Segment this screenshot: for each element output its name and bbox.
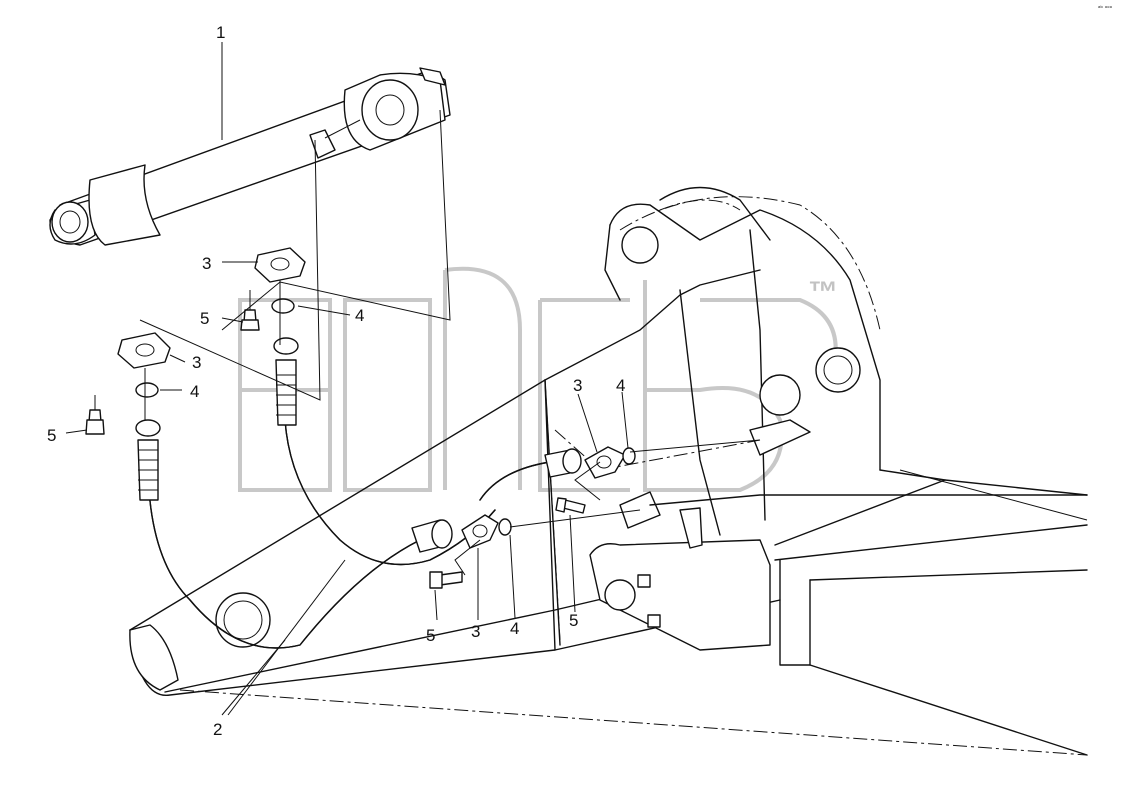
callout-5-a: 5 (200, 309, 209, 328)
callout-4-c: 4 (616, 376, 625, 395)
corner-mark: ᵃᵇ ᵒᵒᵒ (1098, 5, 1113, 12)
callout-3-d: 3 (471, 622, 480, 641)
split-flanges (117, 247, 626, 549)
callout-4-a: 4 (355, 306, 364, 325)
callout-5-b: 5 (47, 426, 56, 445)
callout-4-b: 4 (190, 382, 199, 401)
hex-bolts (85, 309, 586, 589)
watermark-trademark: ™ (808, 276, 838, 309)
callout-3-a: 3 (202, 254, 211, 273)
callout-2: 2 (213, 720, 222, 739)
callout-4-d: 4 (510, 619, 519, 638)
watermark-logo: ™ (238, 266, 838, 492)
callout-labels: 1 2 3 3 3 3 4 4 4 4 5 5 5 5 (47, 23, 625, 739)
callout-3-c: 3 (573, 376, 582, 395)
callout-5-d: 5 (426, 626, 435, 645)
assembly-centerlines (179, 196, 1088, 756)
callout-1: 1 (216, 23, 225, 42)
callout-5-c: 5 (569, 611, 578, 630)
hydraulic-cylinder (49, 67, 451, 246)
callout-3-b: 3 (192, 353, 201, 372)
leader-lines (65, 42, 761, 716)
machine-frame (129, 186, 1088, 756)
